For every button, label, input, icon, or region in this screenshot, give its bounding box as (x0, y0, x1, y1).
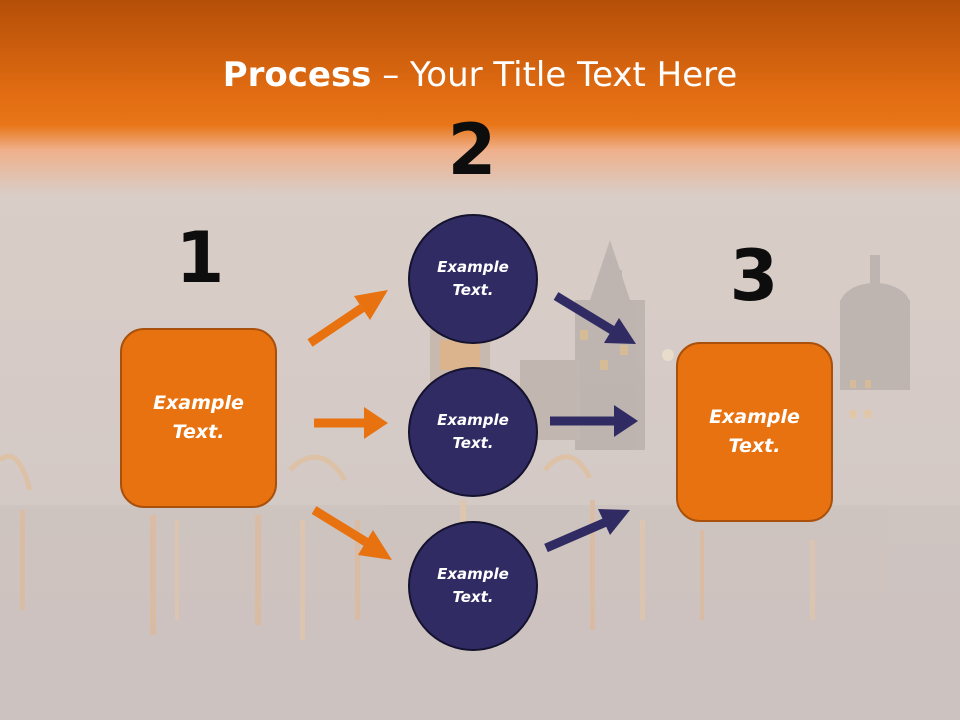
left-box-line2: Text. (172, 421, 225, 443)
arrow-left-to-circle-3 (311, 506, 392, 560)
left-box-line1: Example (153, 392, 244, 414)
title-bold: Process (222, 55, 372, 95)
slide-title: Process – Your Title Text Here (0, 52, 960, 98)
circle-3-line1: Example (437, 565, 509, 583)
step-number-2: 2 (447, 109, 497, 191)
circle-1-line2: Text. (452, 281, 494, 299)
arrow-circle-1-to-right (553, 292, 636, 344)
step-number-1: 1 (175, 217, 225, 299)
arrow-circle-2-to-right (550, 405, 638, 437)
circle-2: Example Text. (408, 367, 538, 497)
right-box-line1: Example (709, 406, 800, 428)
arrow-left-to-circle-2 (314, 407, 388, 439)
right-box-text: Example Text. (709, 403, 800, 461)
right-box-line2: Text. (728, 435, 781, 457)
right-box: Example Text. (676, 342, 833, 522)
circle-1: Example Text. (408, 214, 538, 344)
circle-2-line2: Text. (452, 434, 494, 452)
left-box: Example Text. (120, 328, 277, 508)
circle-3: Example Text. (408, 521, 538, 651)
circle-1-line1: Example (437, 258, 509, 276)
arrow-left-to-circle-1 (307, 290, 388, 347)
circle-3-line2: Text. (452, 588, 494, 606)
arrow-circle-3-to-right (544, 509, 630, 553)
circle-2-line1: Example (437, 411, 509, 429)
left-box-text: Example Text. (153, 389, 244, 447)
title-rest: – Your Title Text Here (371, 55, 738, 95)
step-number-3: 3 (729, 235, 779, 317)
